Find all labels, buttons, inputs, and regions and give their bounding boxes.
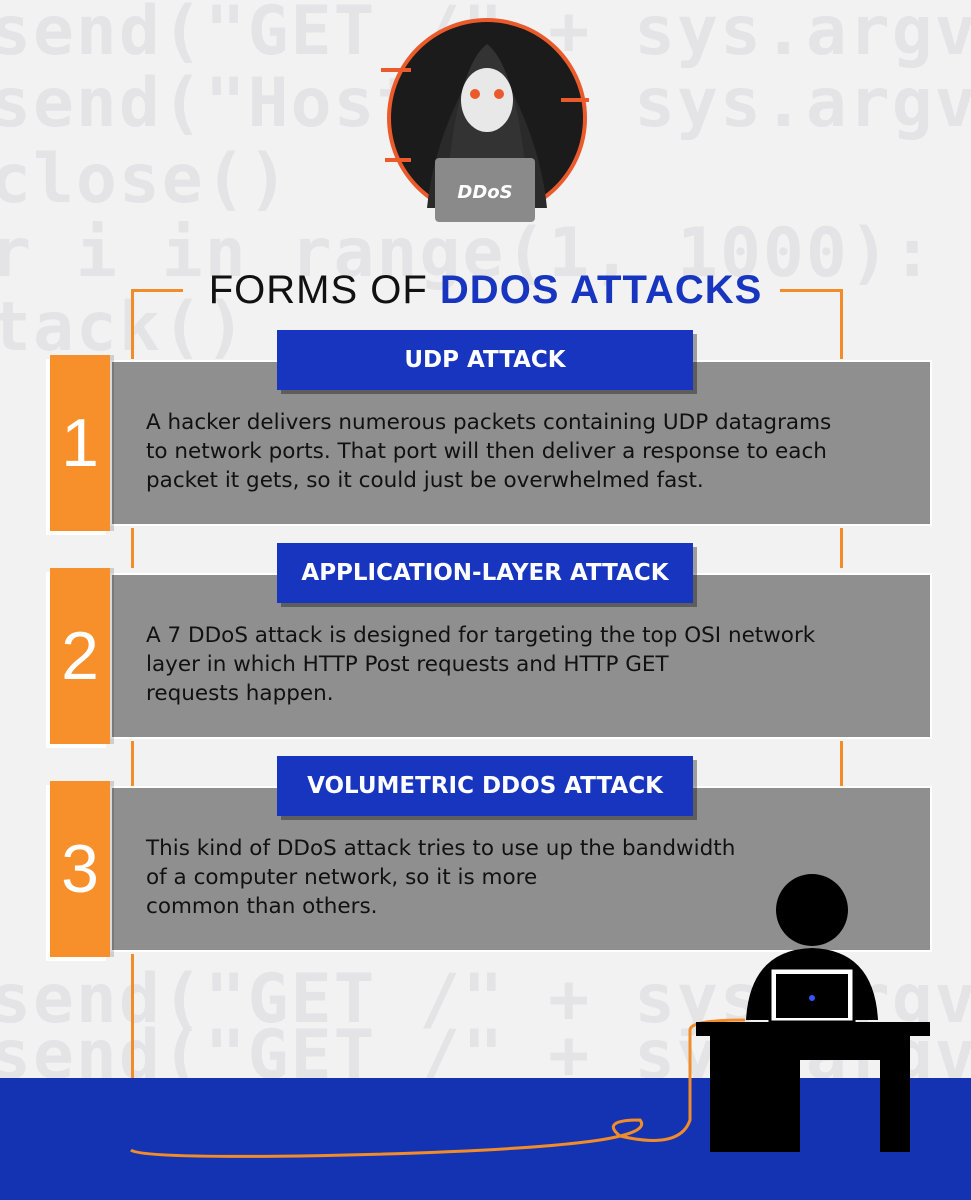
hacker-illustration: DDoS: [381, 18, 589, 222]
frame-left-bottom: [131, 954, 134, 1154]
number-tab: [50, 781, 110, 957]
frame-top-right: [780, 289, 842, 292]
title-accent: DDOS ATTACKS: [439, 268, 763, 312]
attack-label: APPLICATION-LAYER ATTACK: [277, 543, 693, 603]
attack-description: A hacker delivers numerous packets conta…: [146, 410, 832, 493]
desk-icon: [696, 1022, 930, 1036]
code-line: tack(): [0, 288, 248, 367]
frame-left-top: [131, 289, 134, 359]
frame-top-left: [131, 289, 183, 292]
code-line: close(): [0, 140, 291, 219]
frame-right-mid: [840, 528, 843, 568]
number-tab: [50, 568, 110, 744]
bottom-band: [0, 1078, 971, 1200]
attack-label: UDP ATTACK: [277, 330, 693, 390]
frame-left-mid: [131, 528, 134, 568]
frame-left-mid2: [131, 741, 134, 786]
number-tab: [50, 355, 110, 531]
person-head-icon: [776, 874, 848, 946]
attack-label: VOLUMETRIC DDOS ATTACK: [277, 756, 693, 816]
ddos-badge: DDoS: [457, 182, 512, 203]
laptop-icon: [435, 158, 535, 222]
code-line: r i in range(1, 1000):: [0, 214, 935, 293]
page-title: FORMS OF DDOS ATTACKS: [0, 268, 971, 313]
attack-card-1: 1 UDP ATTACK A hacker delivers numerous …: [40, 330, 932, 531]
attack-number: 3: [61, 831, 99, 907]
frame-right-mid2: [840, 741, 843, 786]
attack-number: 2: [61, 618, 99, 694]
frame-right-top: [840, 289, 843, 359]
attack-description: This kind of DDoS attack tries to use up…: [146, 836, 736, 919]
attack-description: A 7 DDoS attack is designed for targetin…: [146, 623, 816, 706]
attack-card-2: 2 APPLICATION-LAYER ATTACK A 7 DDoS atta…: [40, 543, 932, 744]
attack-number: 1: [61, 405, 99, 481]
title-prefix: FORMS OF: [208, 268, 440, 312]
network-cable: [130, 1018, 746, 1158]
attack-card-3: 3 VOLUMETRIC DDOS ATTACK This kind of DD…: [40, 756, 932, 957]
